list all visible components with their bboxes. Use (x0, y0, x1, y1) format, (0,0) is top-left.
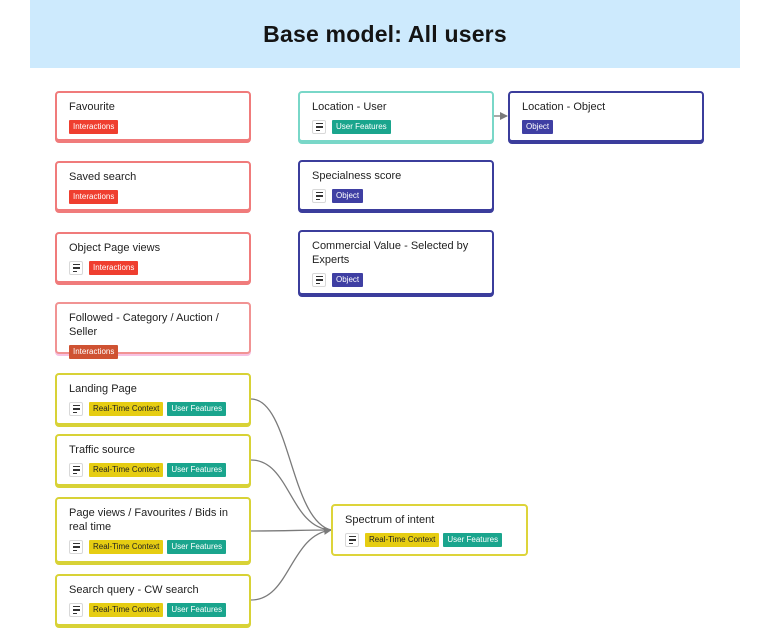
node-title: Page views / Favourites / Bids in real t… (69, 507, 228, 533)
notes-icon[interactable] (69, 540, 83, 554)
notes-icon[interactable] (69, 463, 83, 477)
node-specialness-score[interactable]: Specialness score Object (298, 160, 494, 211)
node-object-page-views[interactable]: Object Page views Interactions (55, 232, 251, 283)
tag-user-features: User Features (167, 463, 227, 477)
tag-user-features: User Features (332, 120, 391, 134)
tag-user-features: User Features (167, 603, 227, 617)
notes-icon[interactable] (345, 533, 359, 547)
notes-icon[interactable] (69, 603, 83, 617)
node-traffic-source[interactable]: Traffic source Real-Time Context User Fe… (55, 434, 251, 486)
notes-icon[interactable] (312, 189, 326, 203)
tag-user-features: User Features (167, 540, 227, 554)
node-title: Saved search (69, 171, 137, 183)
node-title: Search query - CW search (69, 584, 199, 596)
tag-object: Object (332, 273, 364, 287)
tag-interactions: Interactions (89, 261, 139, 275)
tag-interactions: Interactions (69, 190, 119, 204)
notes-icon[interactable] (69, 402, 83, 416)
diagram-header: Base model: All users (30, 0, 740, 68)
node-page-views-realtime[interactable]: Page views / Favourites / Bids in real t… (55, 497, 251, 563)
node-commercial-value[interactable]: Commercial Value - Selected by Experts O… (298, 230, 494, 295)
edge-page-views-to-spectrum (250, 529, 332, 532)
node-followed[interactable]: Followed - Category / Auction / Seller I… (55, 302, 251, 359)
notes-icon[interactable] (312, 273, 326, 287)
notes-icon[interactable] (312, 120, 326, 134)
tag-user-features: User Features (443, 533, 503, 547)
tag-real-time-context: Real-Time Context (89, 463, 164, 477)
node-location-object[interactable]: Location - Object Object (508, 91, 704, 142)
node-location-user[interactable]: Location - User User Features (298, 91, 494, 142)
node-title: Spectrum of intent (345, 514, 435, 526)
node-landing-page[interactable]: Landing Page Real-Time Context User Feat… (55, 373, 251, 425)
node-title: Specialness score (312, 170, 402, 182)
diagram-title: Base model: All users (263, 20, 507, 47)
tag-real-time-context: Real-Time Context (89, 603, 164, 617)
tag-object: Object (522, 120, 554, 134)
node-title: Followed - Category / Auction / Seller (69, 312, 219, 338)
tag-real-time-context: Real-Time Context (89, 540, 164, 554)
edge-search-query-to-spectrum (250, 526, 332, 601)
edge-traffic-source-to-spectrum (250, 459, 332, 531)
tag-object: Object (332, 189, 364, 203)
node-title: Location - Object (522, 101, 606, 113)
node-saved-search[interactable]: Saved search Interactions (55, 161, 251, 211)
node-favourite[interactable]: Favourite Interactions (55, 91, 251, 141)
notes-icon[interactable] (69, 261, 83, 275)
node-title: Object Page views (69, 242, 161, 254)
node-title: Traffic source (69, 444, 136, 456)
node-title: Favourite (69, 101, 115, 113)
tag-interactions: Interactions (69, 345, 119, 359)
node-search-query[interactable]: Search query - CW search Real-Time Conte… (55, 574, 251, 626)
node-title: Landing Page (69, 383, 137, 395)
tag-real-time-context: Real-Time Context (89, 402, 164, 416)
node-spectrum-of-intent[interactable]: Spectrum of intent Real-Time Context Use… (331, 504, 528, 556)
node-title: Commercial Value - Selected by Experts (312, 240, 469, 266)
tag-user-features: User Features (167, 402, 227, 416)
tag-real-time-context: Real-Time Context (365, 533, 440, 547)
node-title: Location - User (312, 101, 387, 113)
tag-interactions: Interactions (69, 120, 119, 134)
edge-landing-page-to-spectrum (250, 398, 332, 531)
